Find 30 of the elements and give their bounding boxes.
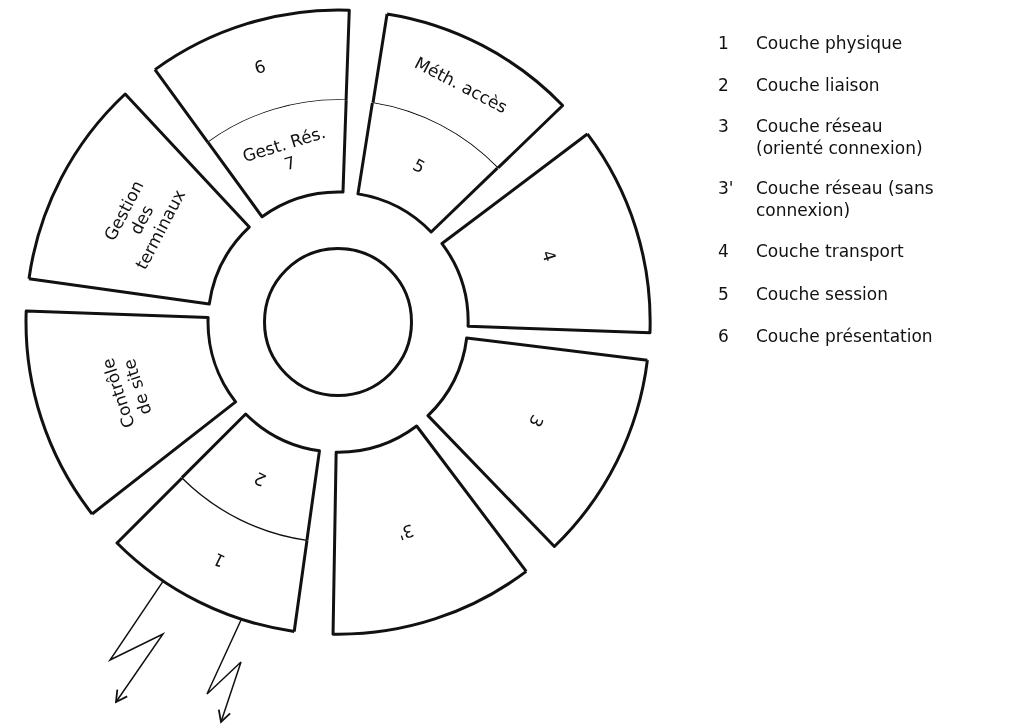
layer-name: Couche présentation — [756, 325, 933, 348]
segment-label: 4 — [536, 246, 562, 266]
lightning-arrow — [107, 579, 166, 703]
segment-label: 1 — [208, 547, 230, 574]
layer-number: 3 — [718, 115, 729, 138]
ring-segment — [205, 98, 348, 219]
ring-segment — [180, 411, 322, 542]
segment-label: 3' — [394, 519, 418, 547]
layer-name: Couche transport — [756, 240, 904, 263]
segment-label: 5 — [408, 153, 430, 180]
ring-segment — [439, 132, 652, 335]
layer-name: Couche physique — [756, 32, 903, 55]
segment-label: 7 — [281, 152, 299, 177]
segment-label: 2 — [249, 466, 271, 493]
ring-segment — [24, 309, 238, 517]
ring-segment — [330, 423, 528, 636]
layer-number: 3' — [718, 177, 734, 200]
ring-segment — [370, 11, 565, 170]
layer-number: 6 — [718, 325, 729, 348]
layer-name: Couche réseau (orienté connexion) — [756, 115, 924, 160]
layer-number: 4 — [718, 240, 729, 263]
layer-name: Couche réseau (sans connexion) — [756, 177, 934, 222]
segment-label: 6 — [250, 54, 269, 80]
segment-label: 3 — [523, 410, 549, 432]
ring-segment — [426, 335, 650, 549]
layer-name: Couche liaison — [756, 74, 880, 97]
layer-number: 5 — [718, 283, 729, 306]
layer-number: 1 — [718, 32, 729, 55]
layer-name: Couche session — [756, 283, 888, 306]
layer-number: 2 — [718, 74, 729, 97]
